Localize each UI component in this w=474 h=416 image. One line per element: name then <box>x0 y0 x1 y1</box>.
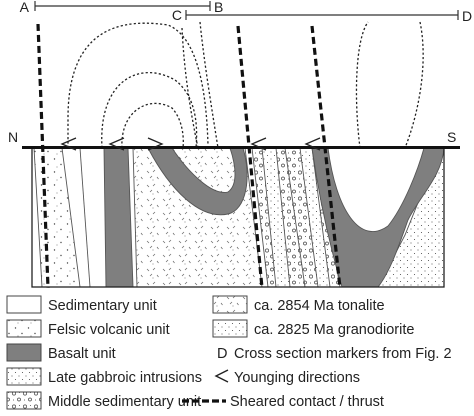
legend-swatch-gabbro <box>6 367 42 386</box>
legend-swatch-middle-sedimentary <box>6 391 42 410</box>
legend-label-middle-sedimentary: Middle sedimentary unit <box>48 394 201 410</box>
projected-fold-traces <box>67 21 424 149</box>
legend-swatch-felsic <box>6 319 42 338</box>
legend-label-sheared: Sheared contact / thrust <box>230 394 384 410</box>
basalt-syncline <box>311 147 445 288</box>
younging-symbol <box>60 137 77 151</box>
legend-swatch-tonalite <box>212 295 248 314</box>
north-label: N <box>8 129 18 145</box>
legend-label-basalt: Basalt unit <box>48 346 116 362</box>
south-label: S <box>447 129 456 145</box>
marker-b: B <box>214 0 223 15</box>
basalt-band-west <box>103 147 134 288</box>
legend-label-tonalite: ca. 2854 Ma tonalite <box>254 298 385 314</box>
sheared-contacts <box>36 23 342 289</box>
younging-symbol <box>108 137 125 151</box>
legend-symbol-younging <box>214 369 229 383</box>
legend-swatch-basalt <box>6 343 42 362</box>
legend-label-sedimentary: Sedimentary unit <box>48 298 157 314</box>
legend-label-younging: Younging directions <box>234 370 360 386</box>
legend-swatch-granodiorite <box>212 319 248 338</box>
legend-label-granodiorite: ca. 2825 Ma granodiorite <box>254 322 414 338</box>
legend-swatch-sedimentary <box>6 295 42 314</box>
legend-label-gabbro: Late gabbroic intrusions <box>48 370 202 386</box>
younging-symbol <box>250 137 267 151</box>
legend-label-cross-section: Cross section markers from Fig. 2 <box>234 346 452 362</box>
younging-symbols <box>60 137 321 151</box>
legend-symbol-cross-section: D <box>217 346 227 362</box>
younging-symbol <box>304 137 321 151</box>
rock-units <box>31 147 445 288</box>
younging-symbol <box>147 137 164 151</box>
marker-a: A <box>20 0 30 15</box>
legend: Sedimentary unit Felsic volcanic unit Ba… <box>6 295 452 410</box>
thrust-line <box>36 23 50 289</box>
marker-c: C <box>172 7 182 23</box>
legend-label-felsic: Felsic volcanic unit <box>48 322 170 338</box>
marker-d: D <box>462 8 472 24</box>
cross-section-markers: A B C D <box>20 0 472 24</box>
